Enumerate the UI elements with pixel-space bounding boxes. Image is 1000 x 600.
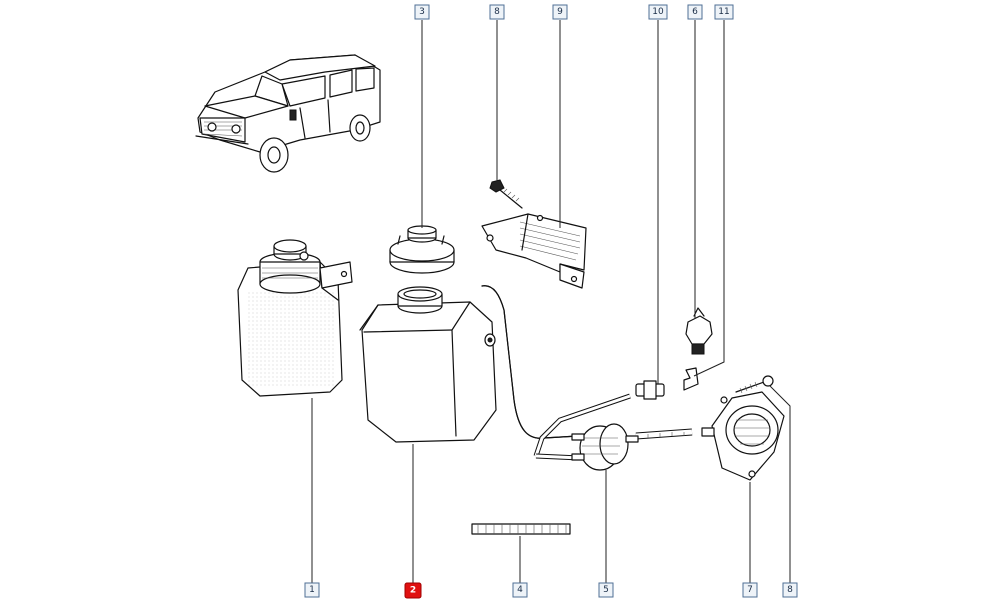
callout-label-9: 9 [552, 4, 568, 20]
part-1-reservoir-with-pump [237, 239, 353, 397]
callout-label-4: 4 [512, 582, 528, 598]
part-3-filler-cap [389, 225, 455, 274]
callout-text-8-top: 8 [494, 7, 500, 17]
callout-label-6: 6 [687, 4, 703, 20]
callout-label-11: 11 [714, 4, 734, 20]
callout-text-3: 3 [419, 7, 425, 17]
callout-text-8-bottom: 8 [787, 585, 793, 595]
callout-text-4: 4 [517, 585, 523, 595]
callout-label-8-bottom: 8 [782, 582, 798, 598]
callout-text-2: 2 [410, 586, 416, 596]
callout-label-1: 1 [304, 582, 320, 598]
part-10-connector [635, 380, 665, 400]
callout-text-5: 5 [603, 585, 609, 595]
callout-text-10: 10 [652, 7, 664, 17]
callout-text-11: 11 [718, 7, 729, 17]
callout-label-3: 3 [414, 4, 430, 20]
callout-label-8-top: 8 [489, 4, 505, 20]
callout-label-5: 5 [598, 582, 614, 598]
callout-label-10: 10 [648, 4, 668, 20]
callout-label-2: 2 [404, 582, 422, 599]
part-9-mounting-bracket [481, 213, 587, 289]
part-6-jet-nozzle [685, 307, 713, 355]
part-8-screw-top [489, 179, 523, 209]
part-8-screw-right [735, 375, 774, 394]
leader-lines [311, 20, 791, 583]
washer-hoses [481, 285, 693, 461]
callout-text-7: 7 [747, 585, 753, 595]
callout-text-6: 6 [692, 7, 698, 17]
part-7-diaphragm-unit [701, 391, 785, 481]
part-11-elbow [683, 367, 699, 391]
callout-text-9: 9 [557, 7, 563, 17]
callout-label-7: 7 [742, 582, 758, 598]
car-illustration [195, 54, 381, 173]
part-4-hose-section [471, 523, 571, 535]
callout-text-1: 1 [309, 585, 315, 595]
part-5-washer-pump [571, 423, 639, 471]
part-2-washer-tank [359, 286, 497, 443]
